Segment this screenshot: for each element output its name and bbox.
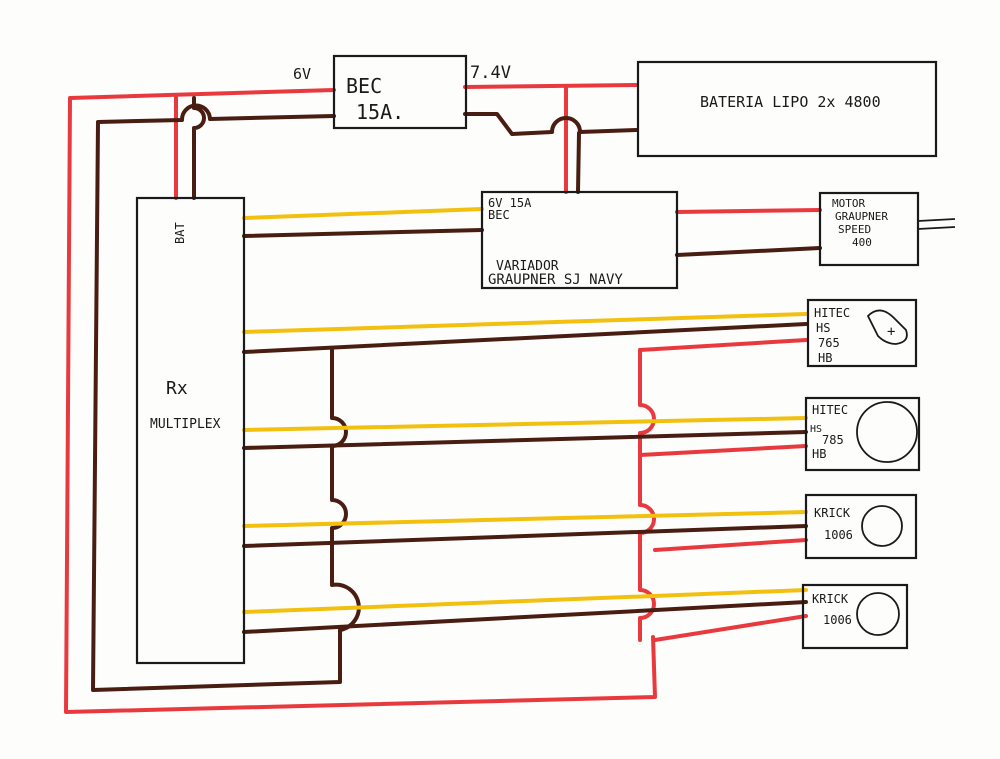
servo3-signal xyxy=(242,510,808,528)
motor-line-4: 400 xyxy=(852,236,872,249)
motor-line-2: GRAUPNER xyxy=(835,210,888,223)
receiver-title: Rx xyxy=(166,378,188,399)
negative-wires xyxy=(91,96,822,692)
servo3-positive xyxy=(653,538,808,552)
esc-bec-label: BEC xyxy=(488,208,510,222)
servo1-line-4: HB xyxy=(818,351,832,365)
servo2-box xyxy=(804,396,921,472)
positive-wires xyxy=(64,83,822,714)
servo3-horn-icon xyxy=(861,505,903,547)
servo4-negative xyxy=(242,600,808,634)
bec-input-voltage: 7.4V xyxy=(470,63,511,83)
rx-bat-negative xyxy=(192,96,206,200)
servo2-line-2: HS xyxy=(810,424,822,435)
servo3-line-1: KRICK xyxy=(814,506,851,520)
servo1-line-1: HITEC xyxy=(814,306,850,320)
esc-title: VARIADOR xyxy=(496,259,559,274)
servo4-box xyxy=(801,583,909,650)
servo1-line-3: 765 xyxy=(818,336,840,350)
esc-box xyxy=(480,190,679,290)
inner-negative-loop xyxy=(91,103,342,692)
receiver-box xyxy=(135,196,246,665)
servo2-negative xyxy=(242,430,808,450)
motor-shaft-lower xyxy=(917,226,956,230)
servo4-positive xyxy=(653,614,808,642)
bec-output-voltage: 6V xyxy=(293,65,311,83)
servo3-box xyxy=(804,493,918,560)
servo1-signal xyxy=(242,312,808,334)
servo1-positive xyxy=(638,338,808,352)
esc-to-motor-positive xyxy=(675,208,822,214)
esc-model: GRAUPNER SJ NAVY xyxy=(488,272,623,288)
esc-to-motor-negative xyxy=(675,246,822,257)
battery-box xyxy=(636,60,938,158)
servo4-line-1: KRICK xyxy=(812,592,849,606)
servo1-negative xyxy=(242,322,808,354)
servo1-box xyxy=(806,298,918,368)
servo2-line-4: HB xyxy=(812,447,826,461)
motor-line-1: MOTOR xyxy=(832,197,865,210)
esc-rating: 6V 15A xyxy=(488,196,532,210)
bec-rating: 15A. xyxy=(356,100,404,124)
servo4-signal xyxy=(242,588,808,614)
servo1-line-2: HS xyxy=(816,321,830,335)
battery-to-bec-positive xyxy=(463,83,638,89)
receiver-bat-label: BAT xyxy=(173,222,187,244)
servo2-line-3: 785 xyxy=(822,433,844,447)
bec-title: BEC xyxy=(346,74,382,98)
outer-positive-loop xyxy=(64,88,657,714)
servo3-line-2: 1006 xyxy=(824,528,853,542)
motor-shaft xyxy=(917,218,956,222)
esc-negative-feed xyxy=(576,131,581,194)
battery-label: BATERIA LIPO 2x 4800 xyxy=(700,93,881,111)
servo-positive-bus xyxy=(638,348,656,642)
signal-wires xyxy=(242,207,808,614)
servo4-horn-icon xyxy=(856,592,900,636)
bec-box xyxy=(332,54,468,130)
servo1-horn-plus: + xyxy=(887,324,895,340)
servo-negative-bus xyxy=(330,348,361,642)
servo4-line-2: 1006 xyxy=(823,613,852,627)
rx-to-esc-signal xyxy=(242,207,484,220)
battery-to-bec-negative xyxy=(463,112,638,136)
servo2-positive xyxy=(638,444,808,457)
servo3-negative xyxy=(242,524,808,548)
motor-line-3: SPEED xyxy=(838,223,871,236)
servo2-signal xyxy=(242,416,808,432)
servo2-line-1: HITEC xyxy=(812,403,848,417)
servo1-horn-icon xyxy=(866,309,908,345)
rx-to-esc-negative xyxy=(242,228,484,238)
receiver-brand: MULTIPLEX xyxy=(150,417,221,432)
servo2-horn-icon xyxy=(856,401,918,463)
